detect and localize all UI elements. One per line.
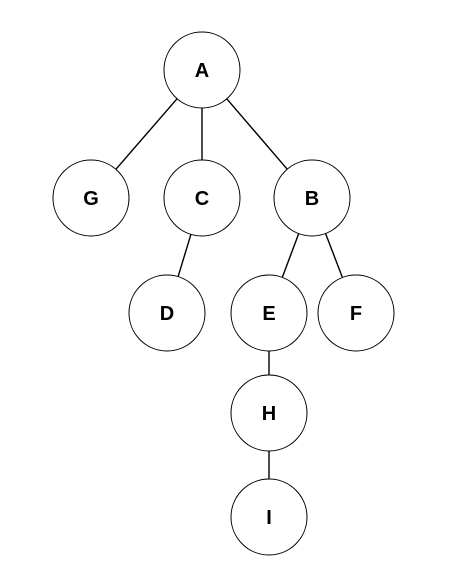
node-b: B	[273, 159, 351, 237]
node-label: F	[350, 303, 362, 325]
node-label: H	[262, 403, 276, 425]
node-circle	[230, 274, 308, 352]
node-circle	[128, 274, 206, 352]
nodes-layer: A G C B D E F H I	[52, 31, 395, 556]
node-g: G	[52, 159, 130, 237]
node-label: E	[262, 303, 275, 325]
node-label: G	[83, 188, 99, 210]
node-label: C	[195, 188, 209, 210]
edges-layer	[115, 98, 344, 479]
node-d: D	[128, 274, 206, 352]
node-e: E	[230, 274, 308, 352]
node-h: H	[230, 374, 308, 452]
node-circle	[52, 159, 130, 237]
node-label: A	[195, 60, 209, 82]
node-f: F	[317, 274, 395, 352]
edge-a-g	[115, 98, 178, 170]
node-i: I	[230, 478, 308, 556]
edge-b-f	[324, 233, 344, 278]
edge-a-b	[226, 98, 288, 170]
edge-b-e	[281, 233, 300, 278]
node-circle	[163, 31, 241, 109]
node-a: A	[163, 31, 241, 109]
node-c: C	[163, 159, 241, 237]
node-label: I	[266, 507, 272, 529]
node-circle	[230, 478, 308, 556]
node-circle	[163, 159, 241, 237]
node-circle	[273, 159, 351, 237]
node-circle	[317, 274, 395, 352]
edge-c-d	[177, 234, 192, 277]
node-circle	[230, 374, 308, 452]
node-label: D	[160, 303, 174, 325]
node-label: B	[305, 188, 319, 210]
